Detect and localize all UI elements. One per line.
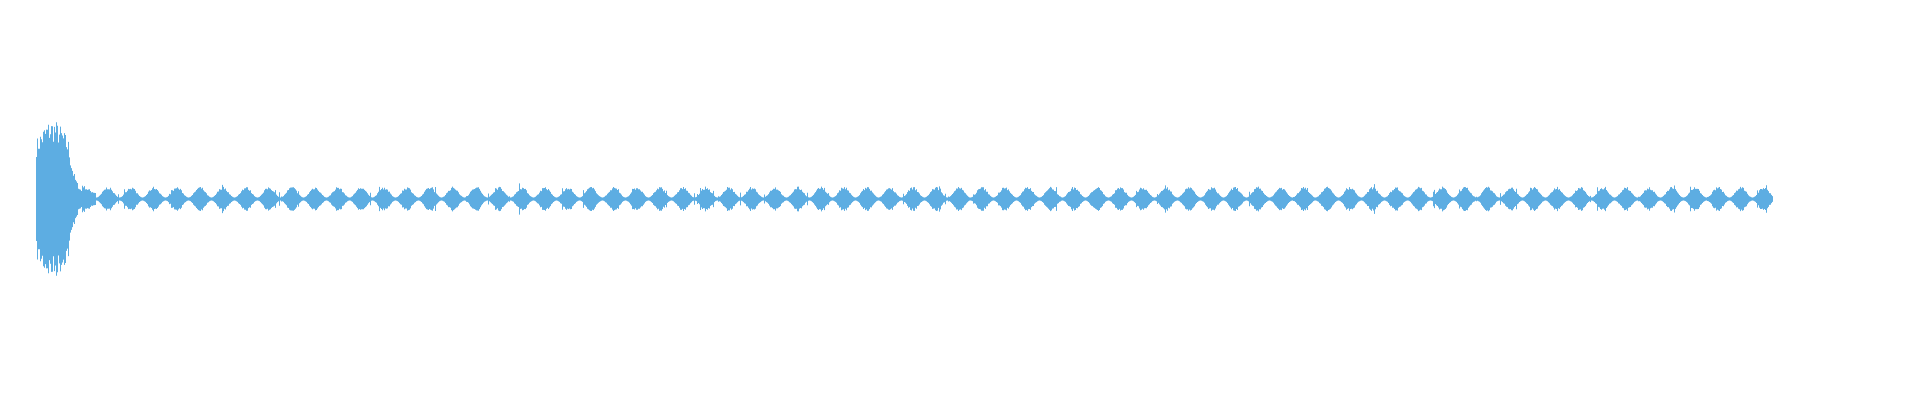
waveform-path (36, 122, 1773, 276)
